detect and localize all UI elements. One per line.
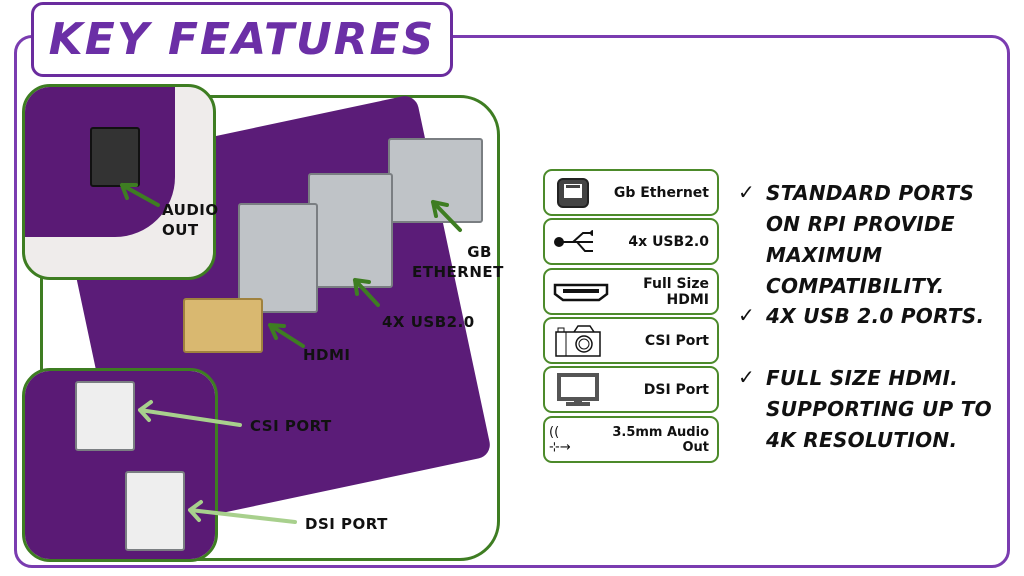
hdmi-icon — [553, 277, 609, 307]
feature-audio-out: (( ⊹→ 3.5mm Audio Out — [543, 416, 719, 463]
check-icon: ✓ — [738, 365, 755, 389]
ethernet-icon — [553, 177, 593, 208]
feature-dsi-port: DSI Port — [543, 366, 719, 413]
page-title: KEY FEATURES — [48, 14, 436, 65]
feature-label: DSI Port — [643, 381, 709, 398]
bullet-text: 4X USB 2.0 PORTS. — [766, 304, 985, 328]
hdmi-port — [183, 298, 263, 353]
ethernet-port — [388, 138, 483, 223]
feature-label: 4x USB2.0 — [628, 233, 709, 250]
title-box: KEY FEATURES — [31, 2, 453, 77]
audio-jack-icon: (( ⊹→ — [549, 424, 571, 455]
callout-gb-ethernet: GB ETHERNET — [412, 243, 504, 282]
check-icon: ✓ — [738, 180, 755, 204]
callout-dsi-port: DSI PORT — [305, 515, 388, 533]
feature-label: 3.5mm Audio Out — [612, 424, 709, 455]
callout-usb: 4X USB2.0 — [382, 313, 475, 331]
feature-hdmi: Full Size HDMI — [543, 268, 719, 315]
usb-icon — [553, 227, 593, 257]
callout-hdmi: HDMI — [303, 346, 351, 364]
feature-csi-port: CSI Port — [543, 317, 719, 364]
bullet-text: STANDARD PORTS ON RPI PROVIDE MAXIMUM CO… — [766, 181, 975, 298]
feature-gb-ethernet: Gb Ethernet — [543, 169, 719, 216]
bullet-text: FULL SIZE HDMI. SUPPORTING UP TO 4K RESO… — [766, 366, 992, 452]
monitor-icon — [553, 372, 603, 406]
feature-label: Gb Ethernet — [613, 184, 709, 201]
callout-csi-port: CSI PORT — [250, 417, 332, 435]
slide-frame — [14, 35, 1010, 568]
callout-audio-out: AUDIO OUT — [162, 201, 219, 240]
usb-port-stack — [308, 173, 393, 288]
usb-port-stack — [238, 203, 318, 313]
audio-inset-photo — [22, 84, 216, 280]
feature-label: Full Size HDMI — [643, 275, 709, 308]
feature-usb: 4x USB2.0 — [543, 218, 719, 265]
display-inset-photo — [22, 368, 218, 562]
feature-label: CSI Port — [644, 332, 709, 349]
camera-icon — [553, 324, 603, 357]
check-icon: ✓ — [738, 303, 755, 327]
